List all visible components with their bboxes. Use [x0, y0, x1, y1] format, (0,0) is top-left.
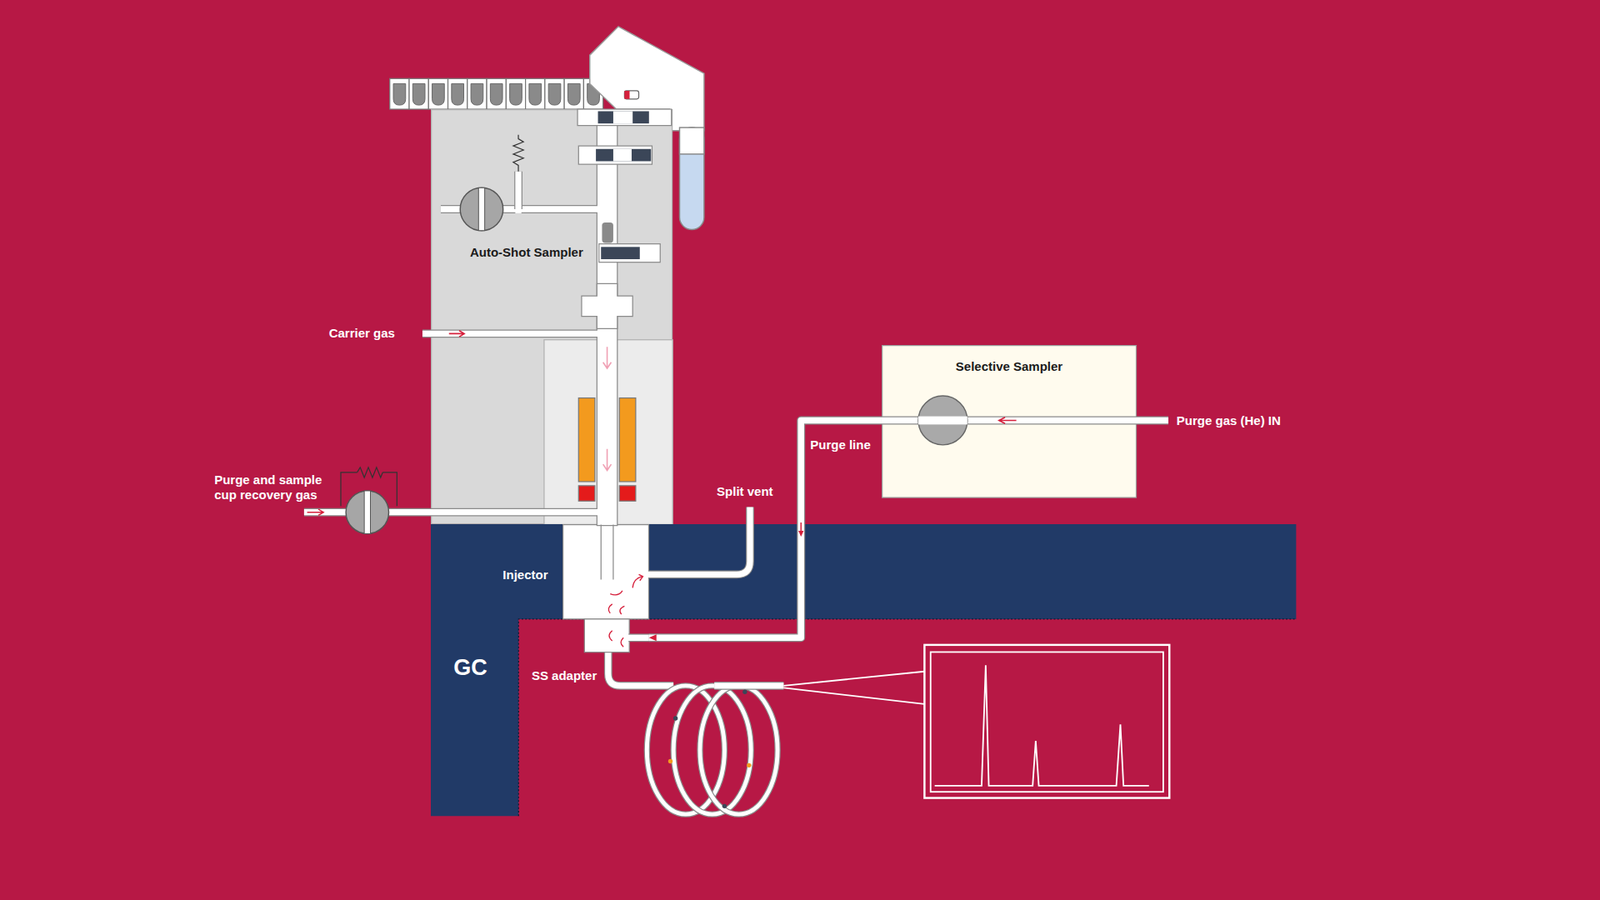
sample-cup [601, 222, 613, 243]
flow-arrow [449, 330, 465, 337]
tube-fitting [581, 283, 633, 329]
carrier-gas-line [422, 330, 600, 337]
column-lead [608, 650, 674, 686]
vial [525, 78, 545, 110]
vial [467, 78, 487, 110]
callout-label: Carrier gas [329, 325, 395, 342]
sample-vial [680, 127, 705, 230]
vial [390, 78, 410, 110]
valve-gate [478, 187, 485, 230]
injector-liner [600, 524, 614, 580]
callout-label: Split vent [716, 484, 774, 500]
heater-tip [578, 485, 595, 501]
flow-arrow [609, 630, 624, 648]
flow-arrow [800, 522, 802, 531]
vial [564, 78, 584, 110]
valve-passage [918, 416, 968, 425]
gas-line [515, 171, 521, 214]
arm-indicator [624, 90, 639, 100]
slider [578, 145, 652, 165]
callout-label: SS adapter [531, 668, 597, 685]
vial [448, 78, 468, 110]
vial [486, 78, 506, 110]
adapter-inlet [626, 635, 650, 641]
slider [577, 109, 672, 126]
slider-block [595, 149, 651, 162]
flow-arrow [603, 449, 612, 471]
valve-symbol [345, 490, 389, 534]
column-exit [714, 682, 784, 689]
valve-gate [364, 490, 370, 534]
resistor-symbol [357, 467, 384, 478]
vial [428, 78, 448, 110]
sampler-arm [590, 26, 705, 131]
purge-line-pipe [649, 420, 882, 641]
node-label: Selective Sampler [955, 359, 1063, 375]
flow-arrow [999, 417, 1017, 424]
node-label: Auto-Shot Sampler [470, 245, 584, 261]
column-coil [700, 685, 778, 815]
slider-block [600, 246, 640, 260]
flow-arrow [632, 574, 643, 588]
node-label: GC [453, 654, 488, 683]
slider [599, 244, 660, 263]
gc-band-shape [430, 524, 1296, 816]
arrow-head [798, 530, 804, 537]
analyte-dot [746, 763, 751, 768]
callout-label: Purge and sample cup recovery gas [214, 472, 331, 505]
resistor-symbol [513, 135, 524, 172]
column-exit [714, 681, 784, 690]
chromatogram-trace [935, 665, 1150, 785]
valve-symbol [918, 395, 968, 445]
housing-shape [430, 110, 672, 525]
node-label: Injector [502, 567, 548, 584]
band-edge [518, 619, 1296, 816]
slider-hole [613, 110, 633, 124]
edge-label: Purge line [810, 437, 871, 454]
analyte-dot [742, 690, 747, 695]
injector-shape [562, 525, 649, 620]
slider-hole [613, 149, 632, 162]
chromatogram-frame [930, 651, 1164, 792]
vial [409, 78, 429, 110]
vial [505, 78, 525, 110]
vial-tray [390, 78, 604, 110]
split-vent-line [646, 507, 750, 575]
column-lead [608, 650, 674, 686]
heater-block [619, 398, 636, 482]
vial [545, 78, 565, 110]
flow-arrow [608, 590, 625, 615]
vial-cap [680, 127, 705, 155]
pipe-body [649, 420, 882, 638]
heater-tip [619, 485, 636, 501]
heater-block [578, 398, 595, 482]
slider-block [598, 110, 650, 124]
flow-arrow [603, 346, 612, 369]
split-vent-line [649, 507, 750, 575]
adapter-shape [584, 619, 630, 653]
chromatogram-frame [924, 645, 1170, 799]
analyte-dot [668, 759, 673, 764]
analyte-dot [673, 715, 678, 720]
leader-line [783, 671, 925, 705]
arm-indicator-light [624, 90, 630, 100]
arrow-head [649, 634, 657, 641]
flow-arrow [307, 509, 325, 515]
callout-label: Purge gas (He) IN [1176, 413, 1281, 430]
analyte-dot [722, 804, 727, 809]
pipe-outline [649, 420, 882, 638]
column-coil [700, 685, 778, 815]
valve-symbol [460, 187, 503, 230]
